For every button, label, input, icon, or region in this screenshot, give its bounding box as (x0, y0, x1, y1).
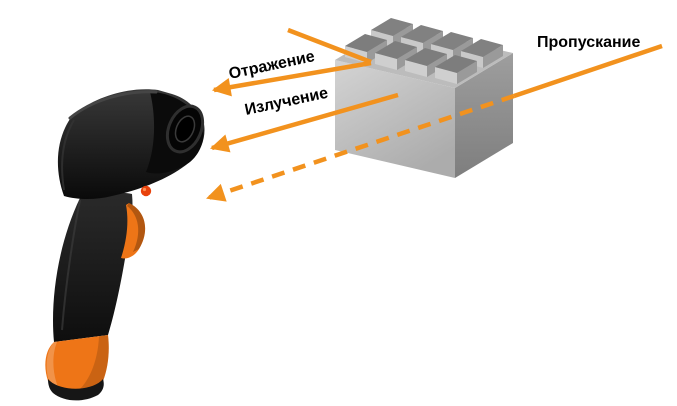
ir-thermometer-illustration (45, 89, 205, 401)
reflection-incident-ray (287, 27, 372, 65)
concrete-block-illustration (335, 18, 513, 178)
label-emission: Излучение (243, 85, 329, 119)
thermometer-base (45, 335, 109, 391)
thermometer-grip (53, 192, 133, 342)
transmission-arrow-dashed (206, 93, 515, 202)
brand-dot-icon (140, 185, 152, 197)
thermometer-bottom-cap (48, 379, 104, 401)
thermometer-trigger (121, 203, 146, 259)
label-transmission: Пропускание (537, 34, 641, 51)
block-front-face (335, 60, 455, 178)
reflection-arrow (211, 60, 372, 97)
block-knobs (345, 18, 503, 84)
rays (206, 27, 663, 202)
emission-arrow (210, 92, 399, 153)
label-reflection: Отражение (227, 48, 316, 83)
block-right-face (455, 53, 513, 178)
transmission-incident-ray (513, 43, 663, 99)
